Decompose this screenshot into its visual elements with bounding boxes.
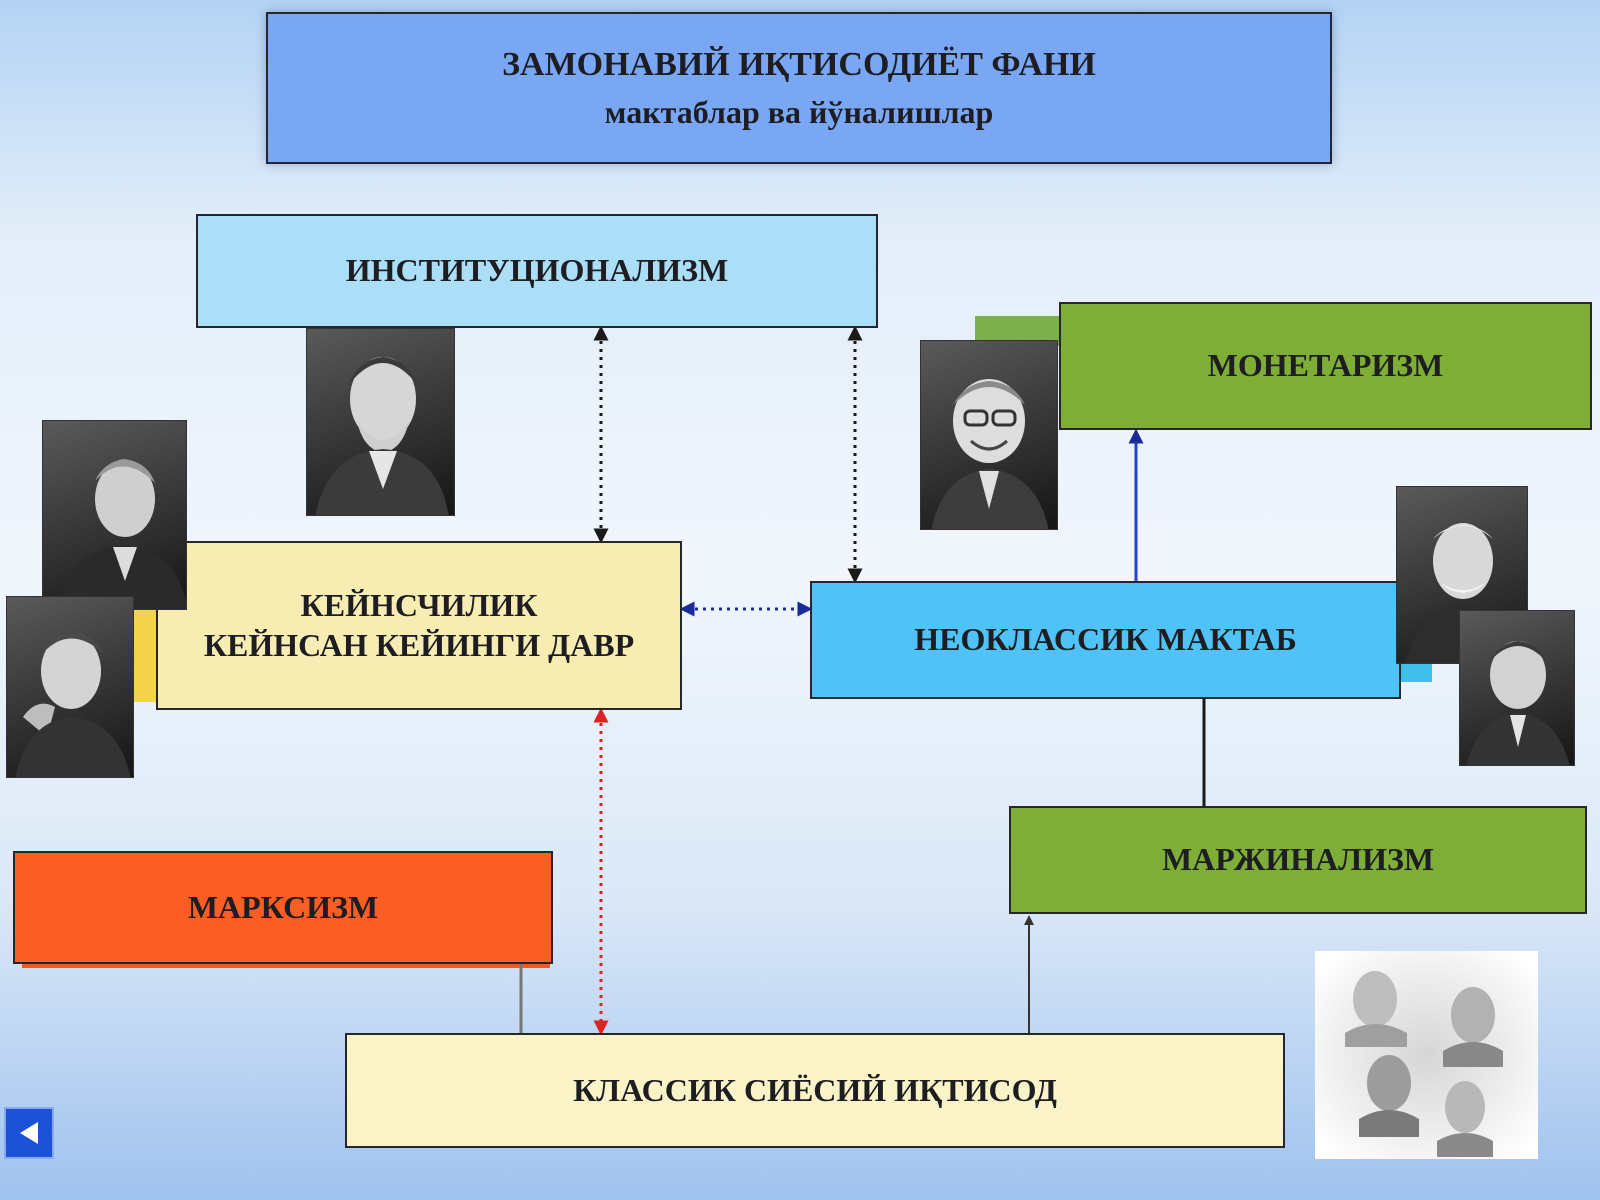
monetarism-box: МОНЕТАРИЗМ bbox=[1059, 302, 1592, 430]
portrait-photo-friedman bbox=[920, 340, 1058, 530]
marxism-shadow bbox=[22, 962, 550, 968]
portrait-photo-institutionalist bbox=[306, 328, 455, 516]
marxism-box: МАРКСИЗМ bbox=[13, 851, 553, 964]
title-box: ЗАМОНАВИЙ ИҚТИСОДИЁТ ФАНИ мактаблар ва й… bbox=[266, 12, 1332, 164]
neoclassical-box: НЕОКЛАССИК МАКТАБ bbox=[810, 581, 1401, 699]
portrait-photo-classical-economists bbox=[1315, 951, 1538, 1159]
classical-label: КЛАССИК СИЁСИЙ ИҚТИСОД bbox=[573, 1071, 1057, 1108]
marxism-label: МАРКСИЗМ bbox=[187, 888, 379, 925]
diagram-subtitle: мактаблар ва йўналишлар bbox=[604, 94, 994, 131]
portrait-photo-keynes bbox=[42, 420, 187, 610]
diagram-title: ЗАМОНАВИЙ ИҚТИСОДИЁТ ФАНИ bbox=[502, 45, 1096, 83]
marginalism-box: МАРЖИНАЛИЗМ bbox=[1009, 806, 1587, 914]
portrait-photo-neoclassical-economist bbox=[1459, 610, 1575, 766]
marginalism-label: МАРЖИНАЛИЗМ bbox=[1161, 841, 1435, 878]
back-button[interactable] bbox=[4, 1107, 54, 1159]
neoclassical-label: НЕОКЛАССИК МАКТАБ bbox=[914, 621, 1297, 658]
triangle-left-icon bbox=[20, 1122, 38, 1144]
classical-box: КЛАССИК СИЁСИЙ ИҚТИСОД bbox=[345, 1033, 1285, 1148]
institutionalism-label: ИНСТИТУЦИОНАЛИЗМ bbox=[345, 252, 729, 289]
institutionalism-box: ИНСТИТУЦИОНАЛИЗМ bbox=[196, 214, 878, 328]
keynesianism-box: КЕЙНСЧИЛИК КЕЙНСАН КЕЙИНГИ ДАВР bbox=[156, 541, 682, 710]
monetarism-label: МОНЕТАРИЗМ bbox=[1207, 347, 1444, 384]
portrait-photo-post-keynesian bbox=[6, 596, 134, 778]
keynesianism-label: КЕЙНСЧИЛИК bbox=[300, 587, 538, 624]
post-keynesian-label: КЕЙНСАН КЕЙИНГИ ДАВР bbox=[203, 626, 635, 663]
